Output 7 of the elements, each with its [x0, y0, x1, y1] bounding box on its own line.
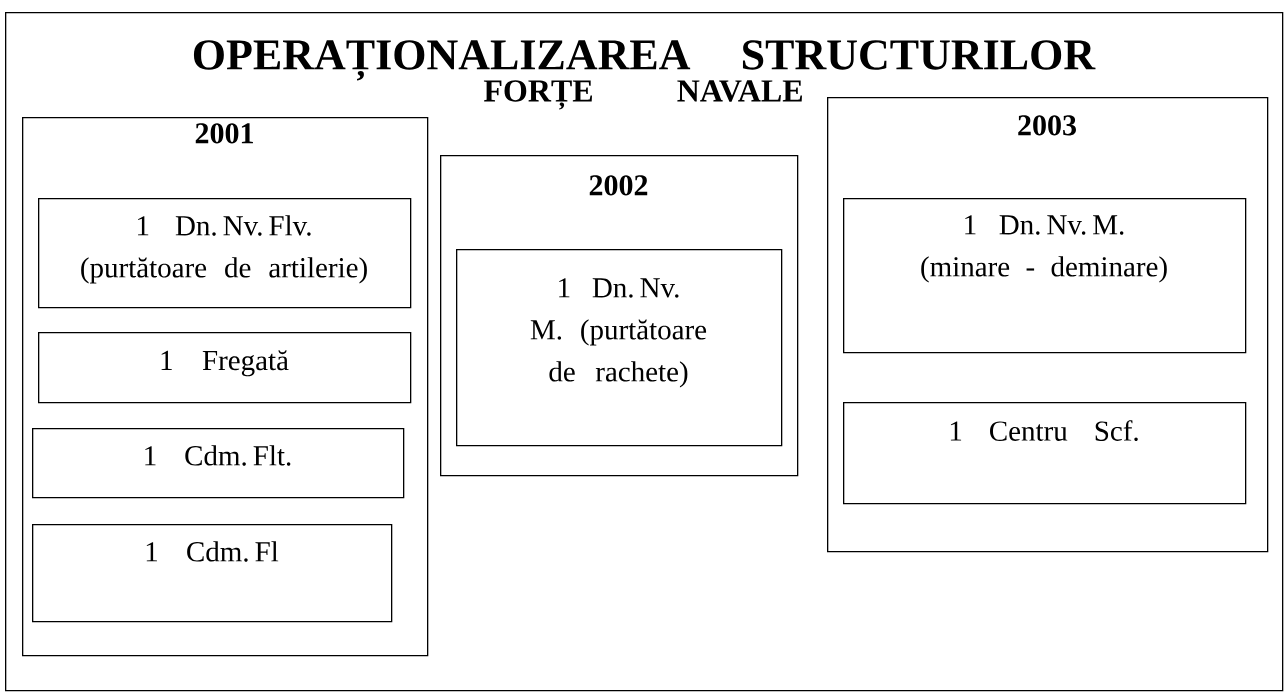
unit-box: 1 Dn. Nv. Flv. (purtătoare de artilerie) — [38, 198, 412, 309]
unit-box: 1 Dn. Nv. M. (purtătoare de rachete) — [456, 249, 783, 447]
unit-box: 1 Cdm. Flt. — [32, 428, 405, 499]
unit-box: 1 Dn. Nv. M. (minare - deminare) — [843, 198, 1247, 354]
unit-box: 1 Cdm. Fl — [32, 524, 393, 623]
unit-box: 1 Fregată — [38, 332, 412, 404]
unit-box: 1 Centru Scf. — [843, 402, 1247, 505]
